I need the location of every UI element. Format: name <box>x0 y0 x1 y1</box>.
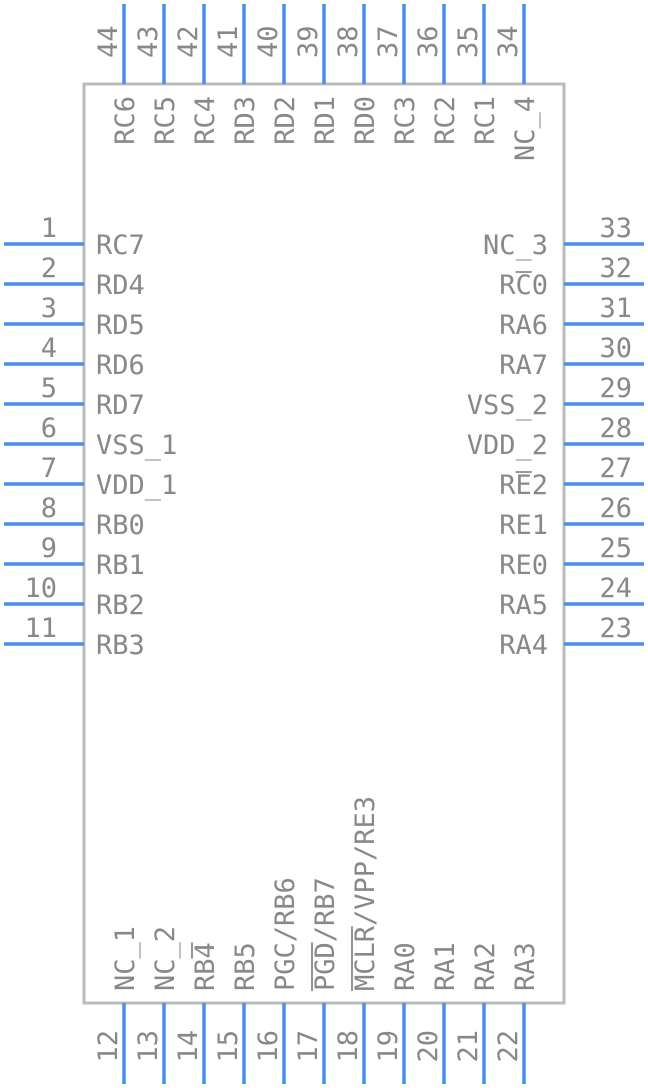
pin-label-ra0: RA0 <box>390 942 421 991</box>
pin-number-26: 26 <box>599 493 632 524</box>
pin-number-40: 40 <box>253 25 284 58</box>
pin-label-rc4: RC4 <box>190 96 221 145</box>
pin-number-15: 15 <box>213 1030 244 1063</box>
pin-label-ra2: RA2 <box>470 942 501 991</box>
pin-number-17: 17 <box>293 1030 324 1063</box>
pin-label-ra6: RA6 <box>499 310 548 341</box>
pin-label-ra5: RA5 <box>499 590 548 621</box>
pin-label-vdd-2: VDD_2 <box>467 430 548 461</box>
pin-label-rd0: RD0 <box>350 96 381 145</box>
pin-number-9: 9 <box>41 533 57 564</box>
pin-number-19: 19 <box>373 1030 404 1063</box>
pin-number-24: 24 <box>599 573 632 604</box>
pin-label-rd1: RD1 <box>310 96 341 145</box>
pin-label-ra4: RA4 <box>499 630 548 661</box>
pin-number-20: 20 <box>413 1030 444 1063</box>
pin-number-34: 34 <box>493 25 524 58</box>
pin-number-21: 21 <box>453 1030 484 1063</box>
pin-label-rd2: RD2 <box>270 96 301 145</box>
pin-label-mclr-vpp-re3: MCLR/VPP/RE3 <box>350 796 381 991</box>
pin-label-rb5: RB5 <box>230 942 261 991</box>
pin-number-5: 5 <box>41 373 57 404</box>
pin-label-rb3: RB3 <box>96 630 145 661</box>
pin-label-re1: RE1 <box>499 510 548 541</box>
pin-number-14: 14 <box>173 1030 204 1063</box>
pin-number-7: 7 <box>41 453 57 484</box>
pin-number-27: 27 <box>599 453 632 484</box>
pin-label-rd6: RD6 <box>96 350 145 381</box>
pin-label-rc7: RC7 <box>96 230 145 261</box>
pin-number-36: 36 <box>413 25 444 58</box>
pin-number-33: 33 <box>599 213 632 244</box>
pin-label-rc5: RC5 <box>150 96 181 145</box>
pin-label-rd7: RD7 <box>96 390 145 421</box>
pin-label-pgc-rb6: PGC/RB6 <box>270 877 301 991</box>
pin-number-41: 41 <box>213 25 244 58</box>
pin-number-4: 4 <box>41 333 57 364</box>
pin-number-2: 2 <box>41 253 57 284</box>
pin-label-rc1: RC1 <box>470 96 501 145</box>
pin-number-18: 18 <box>333 1030 364 1063</box>
pin-number-11: 11 <box>24 613 57 644</box>
pin-label-nc-2: NC_2 <box>150 926 181 991</box>
pin-label-vss-2: VSS_2 <box>467 390 548 421</box>
pin-number-28: 28 <box>599 413 632 444</box>
pin-number-32: 32 <box>599 253 632 284</box>
pin-number-3: 3 <box>41 293 57 324</box>
pin-number-43: 43 <box>133 25 164 58</box>
pin-number-42: 42 <box>173 25 204 58</box>
pin-number-22: 22 <box>493 1030 524 1063</box>
pin-label-rc0: RC0 <box>499 270 548 301</box>
pin-number-13: 13 <box>133 1030 164 1063</box>
pin-number-23: 23 <box>599 613 632 644</box>
pin-label-vdd-1: VDD_1 <box>96 470 177 501</box>
pin-label-rc6: RC6 <box>110 96 141 145</box>
pin-number-29: 29 <box>599 373 632 404</box>
pin-label-rb1: RB1 <box>96 550 145 581</box>
pin-label-vss-1: VSS_1 <box>96 430 177 461</box>
pin-number-1: 1 <box>41 213 57 244</box>
pin-label-rd4: RD4 <box>96 270 145 301</box>
pin-number-38: 38 <box>333 25 364 58</box>
pin-label-re2: RE2 <box>499 470 548 501</box>
pin-label-nc-3: NC_3 <box>483 230 548 261</box>
pin-label-rd5: RD5 <box>96 310 145 341</box>
pin-label-rd3: RD3 <box>230 96 261 145</box>
pin-number-35: 35 <box>453 25 484 58</box>
pin-number-12: 12 <box>93 1030 124 1063</box>
pin-label-pgd-rb7: PGD/RB7 <box>310 877 341 991</box>
pin-label-ra3: RA3 <box>510 942 541 991</box>
pin-number-31: 31 <box>599 293 632 324</box>
pin-label-nc-4: NC_4 <box>510 96 541 161</box>
pin-label-rc3: RC3 <box>390 96 421 145</box>
pin-label-re0: RE0 <box>499 550 548 581</box>
pin-number-44: 44 <box>93 25 124 58</box>
pin-label-rb2: RB2 <box>96 590 145 621</box>
pin-number-30: 30 <box>599 333 632 364</box>
pin-label-ra1: RA1 <box>430 942 461 991</box>
ic-body <box>82 82 566 1005</box>
pin-label-ra7: RA7 <box>499 350 548 381</box>
pin-label-rc2: RC2 <box>430 96 461 145</box>
pin-label-rb4: RB4 <box>190 942 221 991</box>
pin-number-6: 6 <box>41 413 57 444</box>
pin-number-8: 8 <box>41 493 57 524</box>
pin-number-37: 37 <box>373 25 404 58</box>
pin-number-25: 25 <box>599 533 632 564</box>
pin-number-16: 16 <box>253 1030 284 1063</box>
pin-label-nc-1: NC_1 <box>110 926 141 991</box>
pin-number-10: 10 <box>24 573 57 604</box>
pin-label-rb0: RB0 <box>96 510 145 541</box>
pin-number-39: 39 <box>293 25 324 58</box>
